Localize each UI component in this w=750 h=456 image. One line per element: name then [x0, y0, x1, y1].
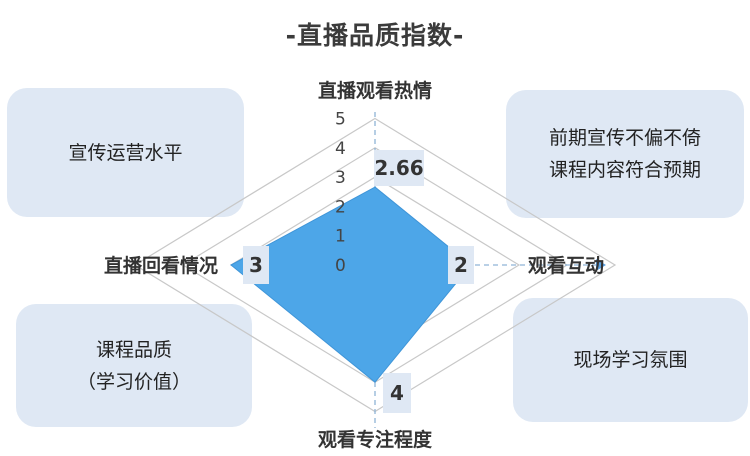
value-label: 2	[454, 253, 468, 277]
axis-arrowhead	[596, 259, 606, 271]
value-label: 4	[390, 381, 404, 405]
value-label-box	[383, 373, 411, 413]
card-course-expectation: 前期宣传不偏不倚 课程内容符合预期	[506, 90, 744, 218]
axis-label: 观看专注程度	[318, 428, 433, 451]
scale-tick-label: 1	[335, 227, 346, 247]
card-text: 宣传运营水平	[68, 141, 183, 164]
scale-tick-label: 5	[335, 110, 346, 130]
card-text: 前期宣传不偏不倚	[548, 127, 701, 149]
card-text: 现场学习氛围	[573, 349, 688, 371]
card-text: （学习价值）	[76, 370, 191, 393]
scale-tick-label: 3	[335, 168, 346, 188]
axis-label: 直播回看情况	[104, 254, 218, 277]
card-text: 课程品质	[95, 338, 172, 361]
scale-tick-label: 0	[335, 256, 346, 276]
axis-label: 观看互动	[528, 255, 604, 277]
value-label: 3	[249, 253, 263, 277]
card-learning-atmosphere: 现场学习氛围	[513, 298, 748, 422]
axis-label: 直播观看热情	[318, 79, 432, 102]
card-text: 课程内容符合预期	[548, 159, 701, 181]
data-area	[230, 186, 472, 383]
value-label-box	[448, 246, 474, 284]
scale-tick-label: 4	[335, 139, 346, 159]
card-course-quality: 课程品质 （学习价值）	[16, 304, 252, 427]
card-promotion-operation: 宣传运营水平	[7, 88, 244, 217]
value-label: 2.66	[374, 156, 423, 180]
scale-tick-label: 2	[335, 197, 346, 217]
value-label-box	[374, 150, 424, 186]
value-label-box	[243, 246, 269, 284]
chart-title: -直播品质指数-	[285, 21, 465, 50]
